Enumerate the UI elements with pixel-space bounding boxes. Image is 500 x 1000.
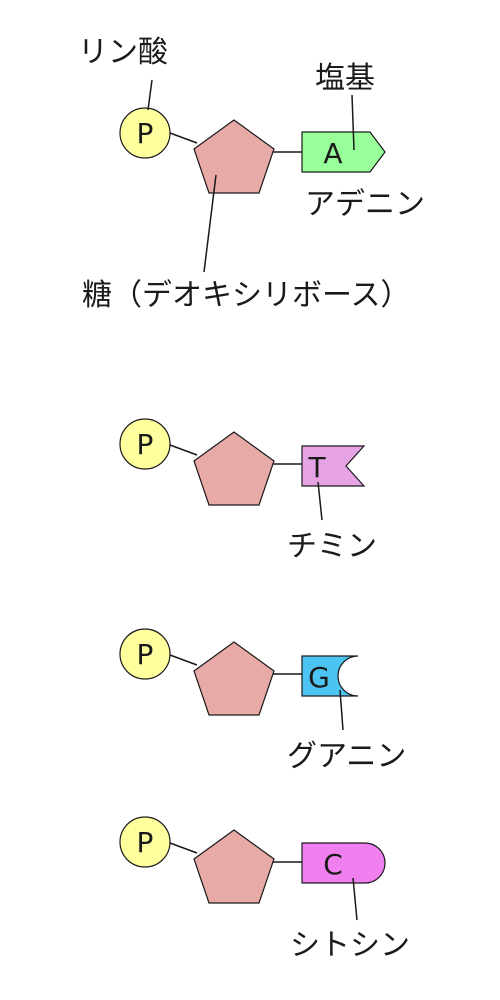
sugar-label: 糖（デオキシリボース） [82, 278, 411, 313]
guanine-letter: G [308, 661, 330, 694]
cytosine-name: シトシン [290, 928, 410, 963]
sugar-pentagon [193, 641, 275, 716]
adenine-name: アデニン [305, 187, 425, 222]
phosphate-symbol: P [137, 117, 154, 150]
sugar-pentagon [193, 431, 275, 506]
nucleotide-adenine: P A リン酸 塩基 アデニン 糖（デオキシリボース） [78, 35, 425, 313]
nucleotide-thymine: P T チミン [119, 418, 377, 564]
sugar-pentagon [193, 119, 275, 194]
guanine-pointer [339, 689, 344, 731]
guanine-base-shape [301, 655, 359, 697]
thymine-pointer [317, 481, 323, 521]
adenine-letter: A [323, 137, 342, 170]
cytosine-letter: C [323, 848, 343, 881]
guanine-name: グアニン [287, 739, 406, 774]
phosphate-circle [119, 107, 171, 159]
base-label: 塩基 [315, 61, 375, 96]
phosphate-symbol: P [137, 638, 154, 671]
base-pointer [351, 94, 355, 151]
thymine-name: チミン [287, 529, 377, 564]
nucleotide-guanine: P G グアニン [119, 628, 406, 774]
phosphate-symbol: P [137, 428, 154, 461]
phosphate-pointer [147, 79, 153, 111]
phosphate-label: リン酸 [78, 35, 168, 70]
phosphate-circle [119, 816, 171, 868]
thymine-letter: T [307, 451, 326, 484]
cytosine-base-shape [301, 842, 386, 884]
adenine-base-shape [301, 131, 386, 173]
phosphate-circle [119, 628, 171, 680]
sugar-pointer [203, 174, 217, 273]
sugar-pentagon [193, 829, 275, 904]
thymine-base-shape [301, 445, 366, 487]
phosphate-circle [119, 418, 171, 470]
nucleotide-cytosine: P C シトシン [119, 816, 410, 963]
cytosine-pointer [352, 877, 358, 921]
phosphate-symbol: P [137, 826, 154, 859]
